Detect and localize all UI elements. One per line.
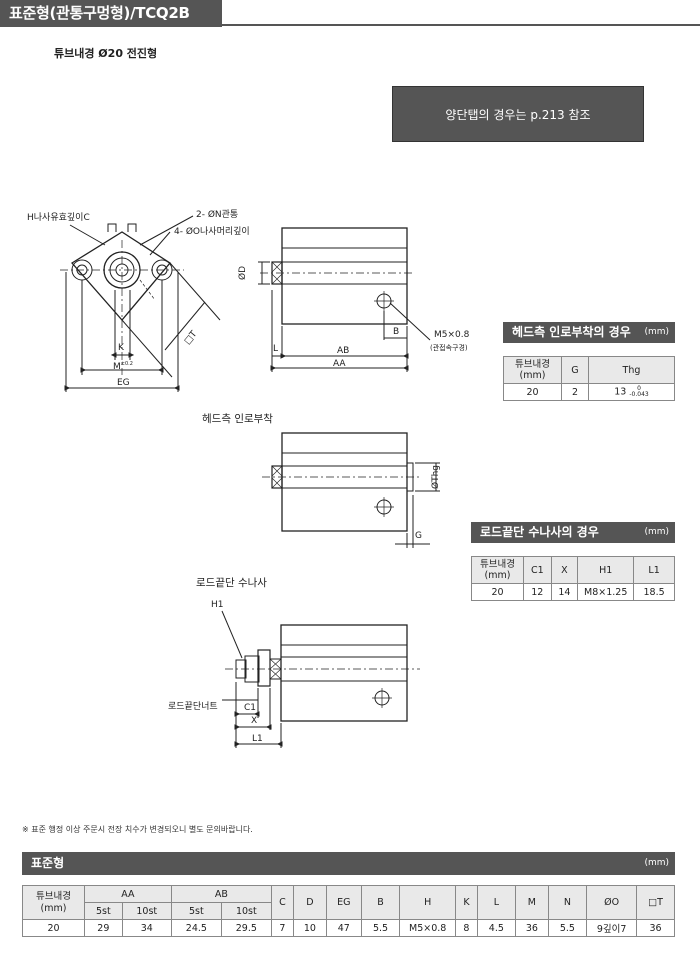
rod-table-h1-header: H1 — [577, 556, 635, 584]
std-table-col-header: N — [547, 885, 588, 920]
side-view — [258, 227, 431, 372]
rod-table-cell: 18.5 — [633, 583, 675, 601]
std-table-col-header: ØO — [586, 885, 638, 920]
rod-table-cell: 12 — [523, 583, 552, 601]
head-table-cell: 20 — [503, 383, 562, 401]
label-rod-nut: 로드끝단너트 — [168, 702, 218, 712]
label-k: K — [118, 343, 124, 353]
std-table-col-header: M — [515, 885, 549, 920]
label-h1: H1 — [211, 600, 224, 610]
head-table-thg-cell: 13 0-0.043 — [587, 383, 676, 401]
label-o-tap: 4- ØO나사머리깊이 — [174, 227, 250, 237]
head-table-g-header: G — [561, 356, 589, 384]
rod-end-view — [221, 610, 420, 748]
section-head-mount: 헤드측 인로부착 — [202, 413, 273, 425]
head-mount-view — [262, 432, 440, 548]
rod-table-unit: (mm) — [644, 527, 669, 537]
section-rod-end: 로드끝단 수나사 — [196, 577, 267, 589]
label-n-thru: 2- ØN관통 — [196, 210, 239, 220]
std-table-cell: 8 — [455, 919, 478, 937]
label-l: L — [273, 344, 279, 354]
std-table-cell: 29.5 — [220, 919, 272, 937]
std-table-cell: 36 — [515, 919, 549, 937]
label-m5: M5×0.8 — [434, 330, 470, 340]
label-x: X — [251, 716, 258, 726]
rod-table-title: 로드끝단 수나사의 경우(mm) — [471, 522, 675, 543]
std-table-aa-header: AA — [84, 885, 172, 903]
std-table-cell: 29 — [84, 919, 123, 937]
label-port: (관접속구경) — [430, 344, 468, 352]
head-table-cell: 2 — [561, 383, 589, 401]
std-table-col-header: H — [399, 885, 457, 920]
std-table: 튜브내경(mm) AA AB C D EG B H K L M N ØO □T … — [22, 885, 675, 937]
std-table-cell: 10 — [293, 919, 327, 937]
std-table-cell: 5.5 — [547, 919, 588, 937]
label-eg: EG — [117, 378, 130, 388]
label-m-tol: ±0.2 — [120, 361, 133, 367]
std-table-sub-header: 5st — [84, 902, 123, 920]
std-table-sub-header: 10st — [121, 902, 172, 920]
rod-table-cell: 14 — [550, 583, 579, 601]
std-table-col-header: □T — [636, 885, 675, 920]
rod-table-bore-header: 튜브내경(mm) — [471, 556, 524, 584]
std-table-cell: 7 — [270, 919, 295, 937]
std-table-cell: M5×0.8 — [399, 919, 457, 937]
rod-table-x-header: X — [550, 556, 579, 584]
label-b: B — [393, 327, 400, 337]
std-table-title: 표준형(mm) — [22, 852, 675, 875]
std-table-cell: 24.5 — [170, 919, 222, 937]
label-h-tap: H나사유효깊이C — [27, 213, 90, 223]
note-box: 양단탭의 경우는 p.213 참조 — [392, 86, 644, 142]
head-table-bore-header: 튜브내경(mm) — [503, 356, 562, 384]
std-table-bore-header: 튜브내경(mm) — [22, 885, 85, 920]
bore-subtitle: 튜브내경 Ø20 전진형 — [54, 47, 158, 60]
std-table-cell: 20 — [22, 919, 85, 937]
std-table-cell: 4.5 — [476, 919, 517, 937]
head-table: 튜브내경(mm) G Thg 20 2 13 0-0.043 — [503, 356, 676, 401]
rod-table-c1-header: C1 — [523, 556, 552, 584]
head-table-title: 헤드측 인로부착의 경우(mm) — [503, 322, 675, 343]
footnote: ※ 표준 행정 이상 주문시 전장 치수가 변경되오니 별도 문의바랍니다. — [22, 825, 253, 834]
std-table-col-header: B — [360, 885, 401, 920]
head-table-unit: (mm) — [644, 327, 669, 337]
label-aa: AA — [333, 359, 346, 369]
label-c1: C1 — [244, 703, 257, 713]
rod-table: 튜브내경(mm) C1 X H1 L1 20 12 14 M8×1.25 18.… — [471, 556, 675, 601]
std-table-ab-header: AB — [170, 885, 272, 903]
std-table-col-header: D — [293, 885, 327, 920]
label-g: G — [415, 531, 422, 541]
std-table-cell: 36 — [636, 919, 675, 937]
rod-table-cell: M8×1.25 — [577, 583, 635, 601]
label-d: ØD — [238, 265, 249, 281]
std-table-col-header: K — [455, 885, 478, 920]
label-m: M±0.2 — [113, 361, 133, 372]
std-table-col-header: EG — [325, 885, 362, 920]
std-table-cell: 34 — [121, 919, 172, 937]
rod-table-l1-header: L1 — [633, 556, 675, 584]
label-ab: AB — [337, 346, 350, 356]
std-table-cell: 9깊이7 — [586, 919, 638, 937]
head-table-thg-header: Thg — [587, 356, 676, 384]
label-thg: ØThg — [431, 465, 441, 489]
std-table-sub-header: 10st — [220, 902, 272, 920]
std-table-sub-header: 5st — [170, 902, 222, 920]
rod-table-cell: 20 — [471, 583, 524, 601]
std-table-cell: 47 — [325, 919, 362, 937]
std-table-unit: (mm) — [644, 858, 669, 868]
std-table-col-header: C — [270, 885, 295, 920]
front-view — [60, 215, 221, 392]
label-l1: L1 — [252, 734, 263, 744]
std-table-cell: 5.5 — [360, 919, 401, 937]
page-title: 표준형(관통구멍형)/TCQ2B — [0, 0, 222, 27]
std-table-col-header: L — [476, 885, 517, 920]
title-rule — [222, 24, 700, 26]
